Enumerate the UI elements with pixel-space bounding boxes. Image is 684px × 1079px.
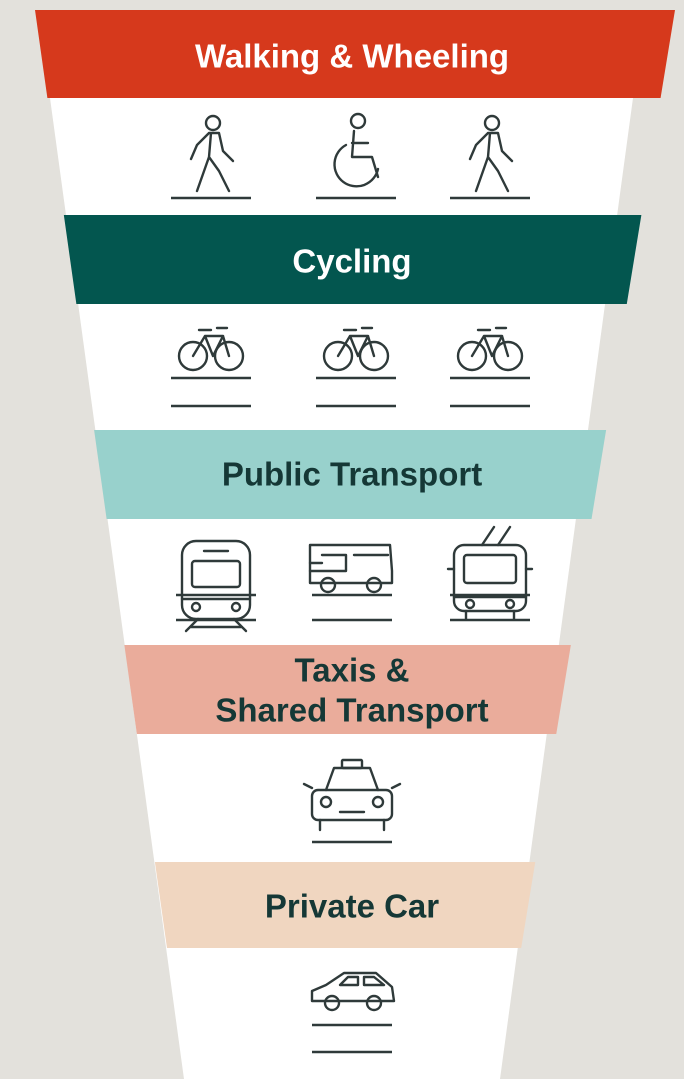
car-icon — [310, 971, 396, 1012]
level-band-1 — [35, 10, 675, 98]
wheelchair-icon — [333, 112, 380, 188]
level-label-5-line-1: Private Car — [265, 888, 439, 925]
pedestrian-icon — [189, 114, 235, 193]
level-band-2 — [63, 215, 642, 304]
level-label-4-line-2: Shared Transport — [215, 692, 488, 729]
level-label-1-line-1: Walking & Wheeling — [195, 38, 509, 75]
bicycle-icon — [177, 326, 245, 372]
bicycle-icon — [322, 326, 390, 372]
level-label-2-line-1: Cycling — [292, 243, 411, 280]
trolleybus-icon — [446, 525, 534, 621]
taxi-icon — [302, 758, 402, 832]
level-band-3 — [94, 430, 607, 519]
bicycle-icon — [456, 326, 524, 372]
level-label-4-line-1: Taxis & — [295, 652, 410, 689]
level-band-5 — [154, 862, 536, 948]
level-band-4 — [124, 645, 571, 734]
bus-icon — [308, 543, 394, 594]
level-label-3-line-1: Public Transport — [222, 456, 482, 493]
pedestrian-icon — [468, 114, 514, 193]
